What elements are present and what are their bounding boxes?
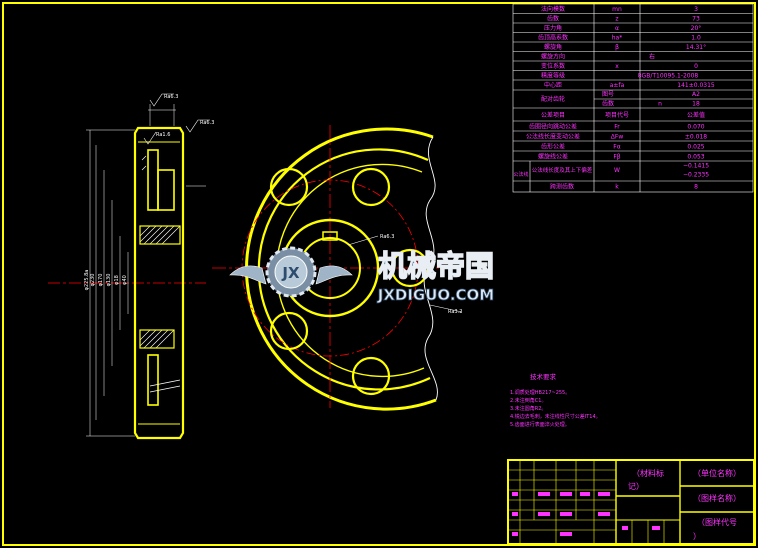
param-symbol: mn [612,6,622,13]
param-value: 20° [691,25,702,32]
parameter-rows: 法向模数 mn 3 齿数 z 73 压力角 α 20° 齿顶高系数 ha* 1.… [513,5,714,191]
title-block [507,459,755,545]
span-k-symbol: k [615,184,619,191]
logo-badge: JX [281,264,300,282]
param-label: 中心距 [544,81,562,89]
dim-label: φ18 [114,275,120,285]
param-label: 压力角 [544,24,562,32]
drawing-name: （图样名称） [693,493,741,503]
inspect-symbol: Fr [614,124,620,131]
inspect-label: 齿圈径向跳动公差 [529,123,577,131]
ra-annotation-bore: Ra3.2 [448,309,462,315]
inspect-symbol: Fα [613,144,620,151]
inspect-value: ±0.018 [685,134,707,141]
param-value: 3 [694,6,698,13]
ra-annotation-circle: Ra6.3 [380,234,394,240]
inspect-header-item: 公差项目 [541,111,565,119]
span-group-label: 公法线 [513,171,528,178]
mate-symbol: n [658,101,662,108]
tech-line: 2.未注倒角C1。 [510,397,546,404]
material-mark: （材料标 [632,468,664,478]
param-symbol: x [615,63,619,70]
tech-line: 4.锐边去毛刺，未注线性尺寸公差IT14。 [510,413,601,420]
param-value: 0 [694,63,698,70]
mate-sub-label: 齿数 [602,100,614,108]
span-k-label: 跨测齿数 [550,183,574,191]
dim-label: φ170 [98,274,104,287]
span-symbol: W [614,167,620,174]
tech-title: 技术要求 [530,372,557,381]
logo-url: JXDIGUO.COM [377,286,494,304]
drawing-code-tail: ） [693,532,701,541]
gear-parameter-table [512,3,754,193]
param-value: 141±0.0315 [677,82,715,89]
inspect-header-code: 项目代号 [605,111,629,119]
dim-label: φ230 [90,274,96,287]
mate-value: 18 [692,101,700,108]
ra-annotation-top-right: Ra6.3 [200,120,214,126]
tech-line: 3.未注圆角R2。 [510,405,546,412]
ra-annotation-hub: Ra1.6 [156,132,170,138]
param-symbol: β [615,44,619,51]
inspect-symbol: ΔFw [611,134,624,141]
company-name: （单位名称） [693,468,741,478]
material-mark-tail: 记） [628,482,644,491]
span-k-value: 8 [694,184,698,191]
param-value: 右 [649,53,655,61]
param-symbol: a±fa [610,82,625,89]
logo-title: 机械帝国 [378,249,494,283]
param-label: 变位系数 [541,62,565,70]
param-label: 螺旋方向 [541,53,565,61]
param-label: 法向模数 [541,5,565,13]
inspect-value: 0.070 [687,124,704,131]
technical-requirements: 技术要求 1.调质处理HB217~255。 2.未注倒角C1。 3.未注圆角R2… [510,372,601,428]
param-label: 精度等级 [541,72,565,80]
param-label: 螺旋角 [544,43,562,51]
inspect-label: 公法线长度变动公差 [526,133,580,141]
mate-value: A2 [692,91,700,98]
inspect-label: 螺旋线公差 [538,153,568,161]
param-value: 14.31° [686,44,706,51]
watermark-logo: JX 机械帝国 JXDIGUO.COM [229,246,495,304]
drawing-code: （图样代号 [697,517,737,527]
tech-line: 1.调质处理HB217~255。 [510,389,570,396]
mate-gear-label: 配对齿轮 [541,95,565,103]
inspect-symbol: Fβ [613,154,620,161]
tech-line: 5.齿面进行表面淬火处理。 [510,421,570,428]
param-value: 1.0 [691,35,701,42]
inspect-value: 0.053 [687,154,704,161]
span-lower-deviation: −0.2335 [683,172,709,179]
mate-sub-label: 图号 [602,91,614,98]
param-symbol: α [615,25,619,32]
dim-label: φ225.8a [84,270,90,291]
param-value: 8GB/T10095.1-2008 [638,73,699,80]
param-label: 齿数 [547,15,559,23]
param-symbol: z [615,16,618,23]
param-label: 齿顶高系数 [538,34,568,42]
param-value: 73 [692,16,700,23]
gear-section-view: φ225.8a φ230 φ170 φ130 φ18 φ40 Ra6.3 Ra6… [48,93,214,440]
inspect-label: 齿形公差 [541,143,565,151]
span-label: 公法线长度及其上下偏差 [532,166,593,174]
inspect-value: 0.025 [687,144,704,151]
inspect-header-value: 公差值 [687,111,705,119]
dim-label: φ130 [106,274,112,287]
span-upper-deviation: −0.1415 [683,163,709,170]
dim-label: φ40 [122,275,128,285]
ra-annotation-top-left: Ra6.3 [164,94,178,100]
param-symbol: ha* [612,35,622,42]
